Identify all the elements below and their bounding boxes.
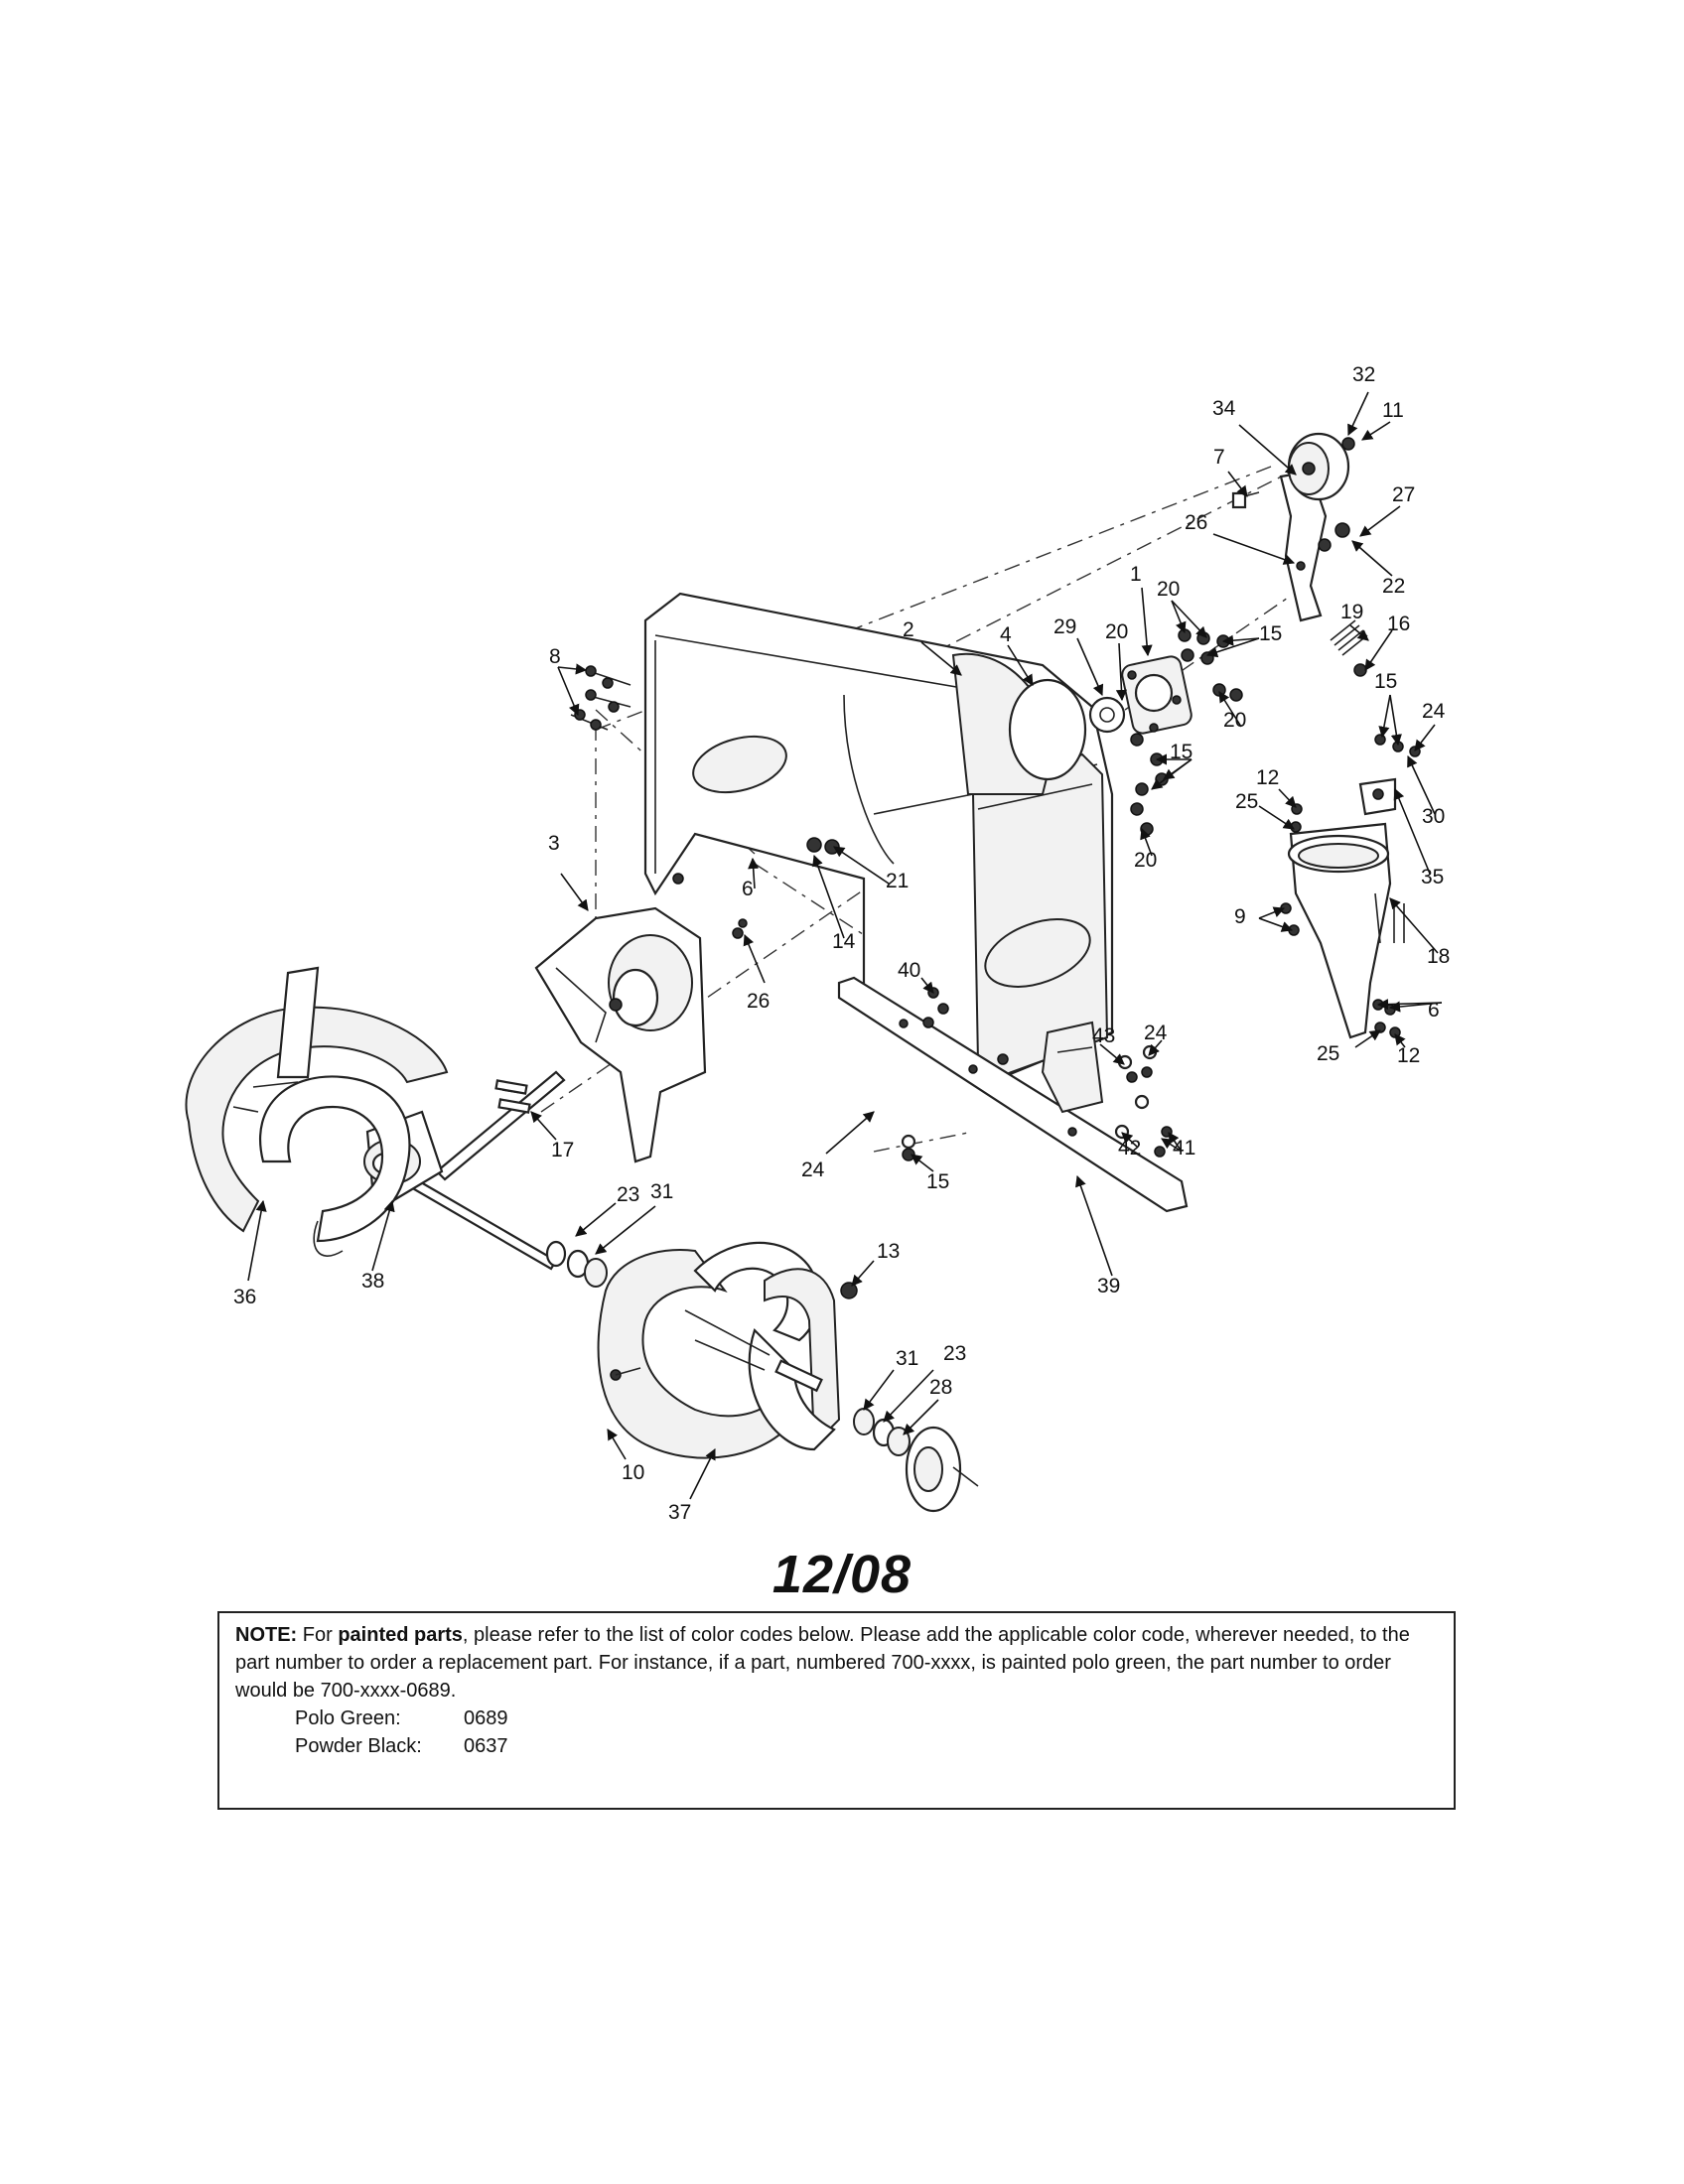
- exploded-parts-diagram: 32 34 11 7 27 26 22 1 20 29 20 15 19 16 …: [185, 363, 1450, 1524]
- color-code: 0637: [464, 1735, 508, 1757]
- part-label: 31: [650, 1180, 673, 1203]
- color-name: Polo Green:: [295, 1707, 401, 1729]
- part-label: 14: [832, 930, 856, 953]
- part-label: 31: [896, 1347, 918, 1370]
- part-label: 15: [926, 1170, 949, 1193]
- part-label: 15: [1259, 622, 1282, 645]
- part-label: 36: [233, 1286, 256, 1308]
- part-label: 24: [1422, 700, 1446, 723]
- part-label: 21: [886, 870, 909, 892]
- part-label: 32: [1352, 363, 1375, 386]
- part-label: 41: [1173, 1137, 1195, 1160]
- part-label: 23: [943, 1342, 966, 1365]
- bearing-plate: [1088, 655, 1193, 735]
- part-label: 37: [668, 1501, 691, 1524]
- part-label: 43: [1092, 1024, 1115, 1047]
- impeller: [534, 906, 748, 1163]
- left-auger: [185, 966, 449, 1257]
- part-label: 7: [1213, 446, 1225, 469]
- part-label: 27: [1392, 483, 1415, 506]
- part-label: 6: [1428, 999, 1440, 1022]
- part-label: 30: [1422, 805, 1445, 828]
- color-code: 0689: [464, 1707, 508, 1729]
- part-label: 8: [549, 645, 561, 668]
- part-label: 11: [1382, 399, 1404, 422]
- auger-spacers: [545, 1240, 979, 1513]
- part-label: 29: [1053, 615, 1076, 638]
- part-label: 22: [1382, 575, 1405, 598]
- discharge-chute: [1280, 734, 1421, 1039]
- part-label: 34: [1212, 397, 1236, 420]
- part-label: 39: [1097, 1275, 1120, 1297]
- part-label: 6: [742, 878, 754, 900]
- right-auger: [597, 1241, 841, 1459]
- part-label: 3: [548, 832, 560, 855]
- part-label: 35: [1421, 866, 1444, 888]
- part-label: 4: [1000, 623, 1012, 646]
- part-label: 13: [877, 1240, 900, 1263]
- drawing-code: 12/08: [772, 1545, 912, 1604]
- color-code-row: Polo Green: 0689: [235, 1705, 1438, 1732]
- part-label: 15: [1374, 670, 1397, 693]
- idler-bracket-assembly: [1231, 432, 1368, 656]
- note-text-1: For: [297, 1624, 339, 1646]
- part-label: 20: [1134, 849, 1157, 872]
- bolts-8: [570, 665, 632, 731]
- part-label: 1: [1130, 563, 1142, 586]
- part-label: 16: [1387, 613, 1410, 635]
- part-label: 20: [1105, 620, 1128, 643]
- note-label: NOTE:: [235, 1624, 298, 1646]
- part-label: 42: [1118, 1137, 1141, 1160]
- part-label: 9: [1234, 905, 1246, 928]
- part-label: 15: [1170, 741, 1193, 763]
- part-label: 20: [1223, 709, 1246, 732]
- part-label: 24: [1144, 1022, 1168, 1044]
- part-label: 12: [1256, 766, 1279, 789]
- part-label: 26: [1185, 511, 1207, 534]
- note-paragraph: NOTE: For painted parts, please refer to…: [235, 1621, 1438, 1705]
- part-label: 25: [1317, 1042, 1339, 1065]
- color-name: Powder Black:: [295, 1735, 422, 1757]
- part-label: 24: [801, 1159, 825, 1181]
- part-label: 18: [1427, 945, 1450, 968]
- part-label: 2: [903, 618, 914, 641]
- color-code-note: NOTE: For painted parts, please refer to…: [217, 1611, 1456, 1810]
- leader-lines: [247, 391, 1443, 1500]
- part-label: 12: [1397, 1044, 1420, 1067]
- part-label: 38: [361, 1270, 384, 1293]
- part-number-labels: 32 34 11 7 27 26 22 1 20 29 20 15 19 16 …: [233, 363, 1450, 1524]
- part-label: 40: [898, 959, 920, 982]
- part-label: 26: [747, 990, 770, 1013]
- part-label: 23: [617, 1183, 639, 1206]
- part-label: 20: [1157, 578, 1180, 601]
- color-code-row: Powder Black: 0637: [235, 1732, 1438, 1760]
- part-label: 25: [1235, 790, 1258, 813]
- note-text-2: , please refer to the list of color code…: [235, 1624, 1410, 1702]
- part-label: 10: [622, 1461, 644, 1484]
- note-emphasis: painted parts: [338, 1624, 463, 1646]
- part-label: 17: [551, 1139, 574, 1161]
- part-label: 19: [1340, 601, 1363, 623]
- part-label: 28: [929, 1376, 952, 1399]
